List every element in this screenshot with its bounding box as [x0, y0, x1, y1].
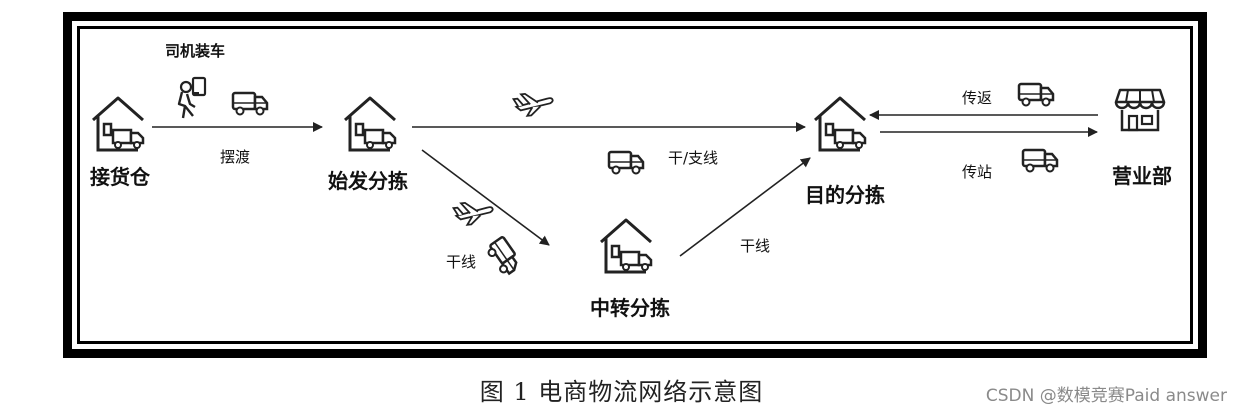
truck-icon: [231, 91, 269, 116]
driver-loading-icon: [177, 76, 207, 119]
receiving-warehouse-icon: [91, 96, 145, 152]
diagram-frame-outer: [63, 12, 1207, 358]
node-receiving-warehouse: 接货仓: [90, 165, 150, 189]
node-origin-sorting: 始发分拣: [328, 169, 408, 193]
plane-icon: [512, 90, 555, 118]
edge-label-return: 传返: [962, 89, 993, 107]
edge-trunk-upper: [679, 157, 811, 257]
node-destination-sorting: 目的分拣: [805, 183, 885, 207]
origin-sorting-icon: [343, 96, 397, 152]
destination-sorting-icon: [813, 96, 867, 152]
edge-label-trunk-branch: 干/支线: [668, 149, 719, 167]
diagram-frame-inner: [77, 26, 1193, 344]
truck-icon: [1017, 82, 1055, 107]
edge-label-trunk-upper: 干线: [740, 237, 771, 255]
edge-label-driver-loading: 司机装车: [165, 42, 226, 60]
edge-label-trunk-lower: 干线: [446, 253, 477, 271]
edge-label-ferry: 摆渡: [220, 148, 251, 166]
node-business-office: 营业部: [1112, 164, 1172, 188]
watermark: CSDN @数模竞赛Paid answer: [985, 386, 1227, 406]
edge-trunk-lower: [421, 149, 550, 246]
truck-icon: [607, 150, 645, 175]
figure-caption: 图 1 电商物流网络示意图: [479, 378, 764, 406]
plane-icon: [452, 199, 495, 227]
truck-icon: [1021, 148, 1059, 173]
node-transfer-sorting: 中转分拣: [590, 296, 670, 320]
edge-label-to-station: 传站: [962, 163, 993, 181]
truck-icon: [483, 235, 524, 278]
store-icon: [1114, 88, 1166, 132]
transfer-sorting-icon: [599, 218, 653, 274]
